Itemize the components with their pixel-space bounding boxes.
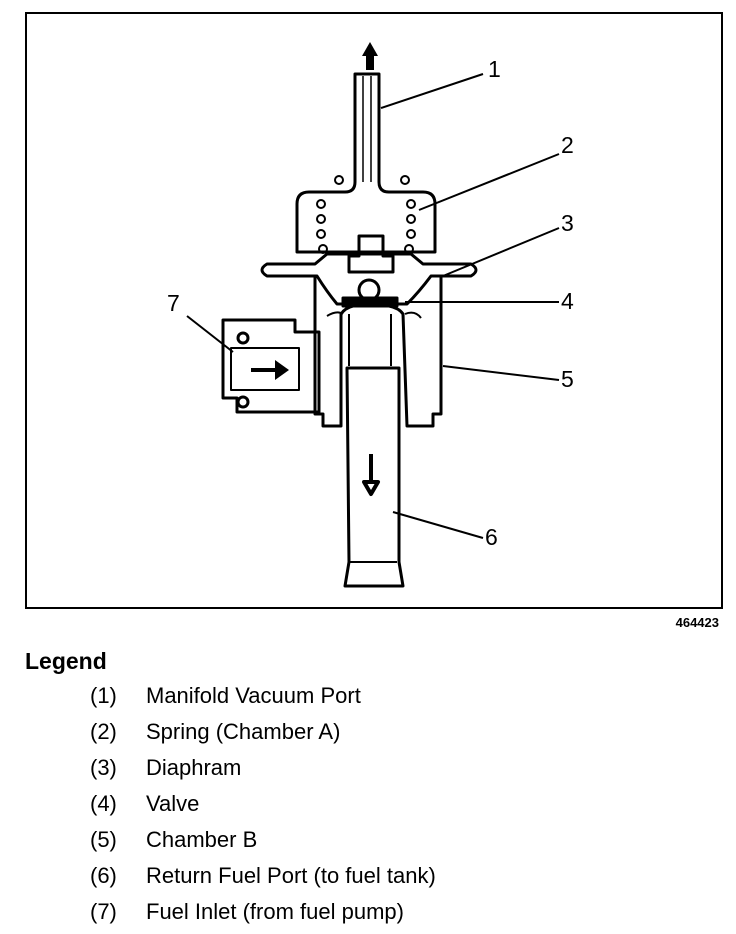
legend-item: (6) Return Fuel Port (to fuel tank): [90, 862, 436, 898]
diaphragm: [260, 252, 478, 306]
legend-item: (7) Fuel Inlet (from fuel pump): [90, 898, 436, 934]
up-arrow-icon: [362, 42, 378, 70]
callout-5: 5: [561, 366, 574, 392]
legend-item: (1) Manifold Vacuum Port: [90, 682, 436, 718]
fuel-inlet: [221, 318, 321, 414]
legend-item-number: (3): [90, 755, 117, 780]
return-fuel-port: [343, 366, 405, 588]
regulator-diagram: 1 2 3 4 5 6 7: [25, 12, 723, 609]
legend-item-label: Diaphram: [146, 755, 242, 780]
callout-3: 3: [561, 210, 574, 236]
legend-item-label: Valve: [146, 791, 200, 816]
legend-item: (3) Diaphram: [90, 754, 436, 790]
callout-6: 6: [485, 524, 498, 550]
legend-item-number: (7): [90, 899, 117, 924]
legend-item-number: (2): [90, 719, 117, 744]
legend-item-label: Chamber B: [146, 827, 258, 852]
spring-left: [316, 175, 344, 254]
regulator-drawing: [186, 42, 560, 588]
callout-1: 1: [488, 56, 501, 82]
legend-item-label: Fuel Inlet (from fuel pump): [146, 899, 404, 924]
legend-item-label: Return Fuel Port (to fuel tank): [146, 863, 436, 888]
down-arrow-icon: [362, 454, 380, 496]
figure-id: 464423: [675, 615, 719, 630]
right-arrow-icon: [251, 360, 289, 380]
legend-item-label: Manifold Vacuum Port: [146, 683, 361, 708]
legend-item-number: (1): [90, 683, 117, 708]
legend-item: (5) Chamber B: [90, 826, 436, 862]
legend-item-number: (4): [90, 791, 117, 816]
legend-item-number: (6): [90, 863, 117, 888]
callout-2: 2: [561, 132, 574, 158]
valve-plate: [341, 296, 399, 308]
spring-right: [400, 175, 416, 254]
legend-item: (2) Spring (Chamber A): [90, 718, 436, 754]
legend-title: Legend: [25, 648, 107, 674]
valve-housing: [347, 234, 395, 274]
callout-7: 7: [167, 290, 180, 316]
legend-list: (1) Manifold Vacuum Port (2) Spring (Chamb…: [90, 682, 436, 934]
legend-item-number: (5): [90, 827, 117, 852]
vacuum-port: [295, 72, 437, 254]
legend-item-label: Spring (Chamber A): [146, 719, 341, 744]
callout-4: 4: [561, 288, 574, 314]
legend-item: (4) Valve: [90, 790, 436, 826]
